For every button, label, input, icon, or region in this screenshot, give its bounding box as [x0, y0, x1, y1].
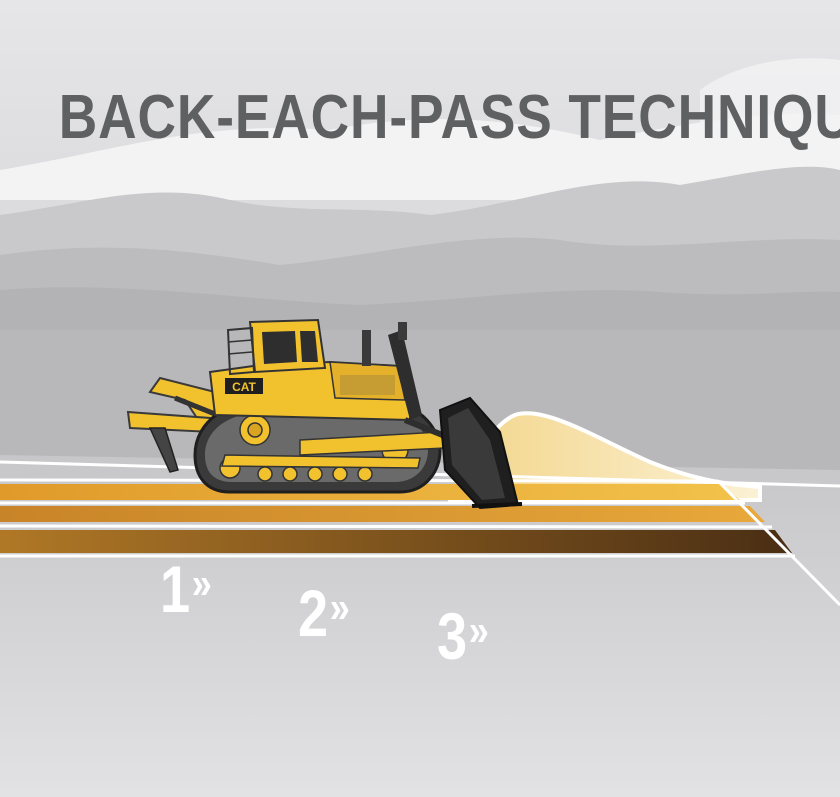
cat-logo [225, 378, 263, 394]
page-title: BACK-EACH-PASS TECHNIQUE [58, 83, 840, 152]
forward-arrow-icon: » [468, 606, 489, 655]
lane-3 [0, 530, 792, 553]
body: CAT [208, 318, 452, 456]
pass-label-2: 2» [298, 580, 350, 646]
pass-lanes [0, 460, 840, 607]
pass-number: 1 [160, 552, 191, 626]
pass-label-3: 3» [437, 603, 489, 669]
blade [438, 396, 523, 510]
pass-number: 3 [437, 599, 468, 673]
svg-text:CAT: CAT [232, 380, 256, 394]
lane-2 [0, 506, 765, 522]
pass-label-1: 1» [160, 556, 212, 622]
pass-number: 2 [298, 576, 329, 650]
forward-arrow-icon: » [329, 583, 350, 632]
clouds [0, 58, 840, 200]
forward-arrow-icon: » [191, 559, 212, 608]
ripper [126, 376, 232, 473]
mountains [0, 166, 840, 340]
bulldozer: CAT [126, 318, 523, 510]
